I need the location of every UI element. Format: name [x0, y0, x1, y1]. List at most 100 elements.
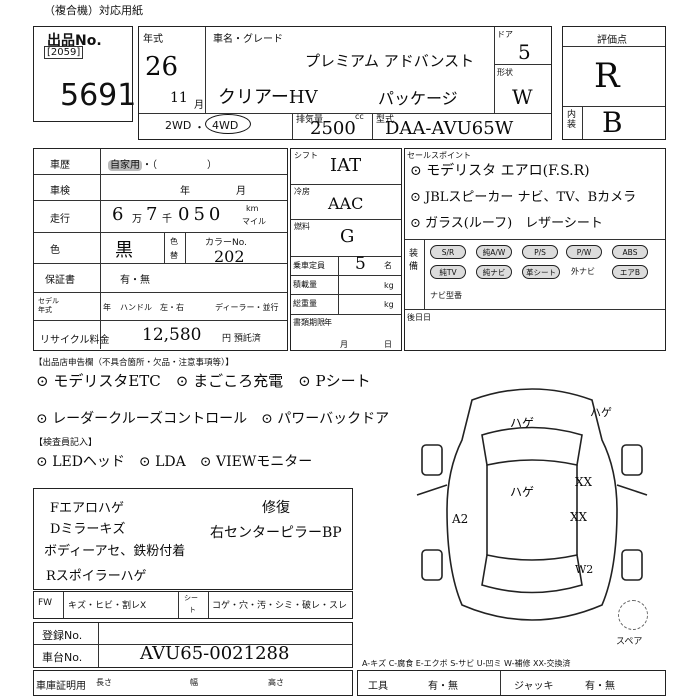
chassis-label: 車台No.	[42, 651, 83, 664]
notes-line2: ⊙ レーダークルーズコントロール ⊙ パワーバックドア	[36, 411, 390, 427]
handle-label: ハンドル	[120, 303, 152, 312]
notes-label: 【出品店申告欄（不具合箇所・欠品・注意事項等）】	[34, 358, 234, 368]
seat-label-top: シー	[184, 594, 198, 602]
diagram-mark-7: ハゲ	[590, 406, 612, 419]
drive-2wd: 2WD	[165, 119, 192, 132]
warranty-label: 保証書	[45, 275, 75, 286]
mileage-unit-km: km	[246, 204, 259, 213]
capacity-value: 5	[355, 254, 366, 274]
fw-label: FW	[38, 598, 53, 608]
fuel-value: G	[340, 226, 355, 247]
color-no-value: 202	[214, 247, 245, 266]
diagram-mark-5: A2	[452, 512, 469, 526]
reg-deadline-year: 年	[324, 318, 332, 327]
middle-table	[290, 148, 402, 351]
recycle-label: リサイクル料金	[40, 335, 110, 346]
ac-value: AAC	[328, 194, 364, 213]
warranty-value: 有・無	[120, 275, 150, 286]
displacement-value: 2500	[310, 118, 356, 139]
seat-items: コゲ・穴・汚・シミ・破レ・スレ	[212, 601, 348, 611]
fuel-label: 燃料	[294, 222, 310, 231]
self-year-label-top: セデル	[38, 297, 59, 305]
mileage-unit-mile: マイル	[242, 217, 266, 226]
shape-value: W	[512, 85, 533, 109]
spare-label: スペア	[616, 637, 643, 647]
equip-navi: 純ナビ	[476, 265, 512, 279]
spare-tire-icon	[618, 600, 648, 630]
reg-deadline-month: 月	[340, 340, 348, 349]
score-value: R	[594, 56, 620, 96]
diagram-mark-4: XX	[570, 510, 588, 524]
mileage-d1: 6	[112, 204, 124, 225]
equip-pw: P/W	[566, 245, 602, 259]
reg-deadline-label: 書類期限	[293, 318, 325, 327]
gross-label: 総重量	[293, 299, 317, 308]
equip-ext-navi: 外ナビ	[571, 267, 595, 276]
interior-score: B	[602, 106, 623, 139]
cert-length: 長さ	[96, 678, 112, 687]
tools-label: 工具	[368, 681, 388, 692]
mileage-label: 走行	[50, 214, 70, 225]
score-box	[562, 26, 666, 140]
handle-value: 左・右	[160, 303, 184, 312]
gross-unit: kg	[384, 300, 394, 309]
recycle-unit: 円 預託済	[222, 334, 261, 344]
self-year-unit: 年	[103, 303, 111, 312]
month-value: 11	[170, 90, 188, 106]
equip-aw: 純A/W	[476, 245, 512, 259]
repair-note: 右センターピラーBP	[210, 525, 342, 541]
mileage-d3: 050	[178, 204, 225, 225]
lot-number: 5691	[60, 78, 137, 113]
grade-value: プレミアム アドバンスト	[305, 52, 475, 70]
inspector-note-4: Rスポイラーハゲ	[46, 569, 147, 584]
cert-label: 車庫証明用	[36, 681, 86, 692]
cert-width: 幅	[190, 678, 198, 687]
tools-row	[357, 670, 666, 696]
door-value: 5	[518, 40, 531, 64]
fw-row	[33, 591, 353, 619]
inspector-note-3: ボディーアセ、鉄粉付着	[44, 544, 186, 559]
fw-items: キズ・ヒビ・割レX	[68, 601, 147, 611]
color-value: 黒	[115, 240, 133, 261]
repair-title: 修復	[262, 500, 290, 516]
equipment-label: 装備	[409, 249, 419, 272]
sales-points-label: セールスポイント	[407, 151, 471, 160]
dealer-label: ディーラー・並行	[215, 303, 279, 312]
month-unit: 月	[194, 100, 204, 111]
diagram-mark-3: XX	[575, 475, 593, 489]
door-label: ドア	[497, 30, 513, 39]
color-code-label-top: 色	[170, 237, 178, 246]
bottom-table	[33, 622, 353, 668]
inspection-label: 車検	[50, 186, 70, 197]
diagram-mark-2: ハゲ	[510, 485, 535, 499]
sales-point-1: ⊙ モデリスタ エアロ(F.S.R)	[410, 163, 590, 179]
lot-box	[33, 26, 133, 122]
year-label: 年式	[143, 34, 163, 45]
diagram-mark-1: ハゲ	[510, 416, 535, 430]
cert-height: 高さ	[268, 678, 284, 687]
sales-point-2: ⊙ JBLスピーカー ナビ、TV、Bカメラ	[410, 190, 637, 205]
equip-tv: 純TV	[430, 265, 466, 279]
ac-label: 冷房	[294, 187, 310, 196]
capacity-label: 乗車定員	[293, 261, 325, 270]
interior-label: 内装	[567, 110, 577, 130]
sales-point-3: ⊙ ガラス(ルーフ) レザーシート	[410, 216, 603, 231]
top-block	[138, 26, 552, 140]
car-damage-diagram	[416, 388, 648, 621]
load-label: 積載量	[293, 280, 317, 289]
equip-abs: ABS	[612, 245, 648, 259]
top-note: （複合機）対応用紙	[44, 4, 143, 17]
inspection-month-unit: 月	[236, 186, 246, 197]
legend: A-キズ C-腐食 E-エクボ S-サビ U-凹ミ W-補修 XX-交換済	[362, 659, 571, 668]
equip-sr: S/R	[430, 245, 466, 259]
color-no-label: カラーNo.	[205, 238, 247, 248]
shift-label: シフト	[294, 151, 318, 160]
cert-row	[33, 670, 353, 696]
inspector-note-2: Dミラーキズ	[50, 522, 126, 537]
recycle-value: 12,580	[142, 325, 202, 345]
history-label: 車歴	[50, 160, 70, 171]
registration-label: 登録No.	[42, 629, 83, 642]
lot-small-number: [2059]	[44, 46, 84, 59]
inspector-label: 【検査員記入】	[34, 438, 98, 448]
notes-line3: ⊙ LEDヘッド ⊙ LDA ⊙ VIEWモニター	[36, 454, 313, 470]
